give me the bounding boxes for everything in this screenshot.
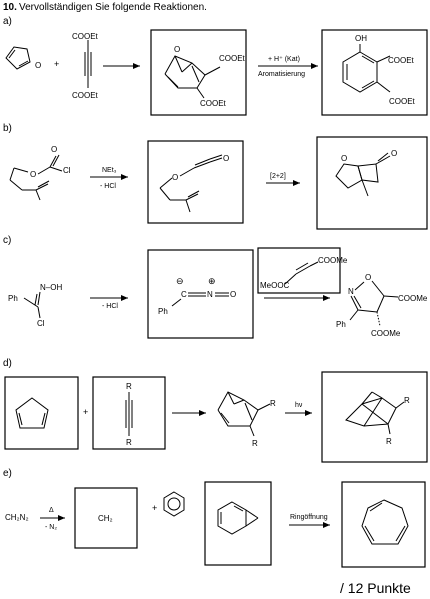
svg-text:COOMe: COOMe — [318, 256, 348, 265]
answer-box-e-carbene — [74, 487, 138, 549]
arrow-c1-bottom-label: - HCl — [102, 303, 118, 310]
quadricyclane-structure: R R — [345, 391, 410, 446]
svg-text:N: N — [207, 290, 213, 299]
furan-structure: O — [5, 46, 41, 70]
arrow-e2-top-label: Ringöffnung — [290, 514, 328, 521]
arrow-e1-top-label: Δ — [49, 507, 54, 514]
svg-text:R: R — [126, 438, 132, 447]
reagent-top-ester: COOEt — [72, 32, 99, 41]
svg-text:O: O — [35, 61, 41, 70]
cyclopentadiene-structure — [15, 397, 49, 429]
ketene-structure: O O — [159, 154, 229, 213]
arrow-b2-top-label: [2+2] — [270, 173, 286, 180]
svg-text:O: O — [391, 149, 397, 158]
norbornadiene-structure: R R — [217, 391, 276, 448]
svg-text:COOMe: COOMe — [398, 294, 428, 303]
acid-chloride-structure: O O Cl — [9, 145, 71, 201]
svg-text:O: O — [230, 290, 236, 299]
plus-sign-a: + — [54, 59, 59, 69]
svg-text:Ph: Ph — [336, 320, 346, 329]
svg-text:N–OH: N–OH — [40, 283, 62, 292]
carbene-label: CH₂ — [98, 514, 113, 523]
svg-text:O: O — [341, 154, 347, 163]
plus-sign-e: + — [152, 503, 157, 513]
alkyne-structure: R R — [125, 382, 133, 447]
svg-text:Ph: Ph — [158, 307, 168, 316]
points-total: / 12 Punkte — [340, 580, 411, 596]
answer-box-d-alkyne — [92, 376, 166, 450]
svg-text:R: R — [404, 396, 410, 405]
svg-text:R: R — [252, 439, 258, 448]
question-number: 10. — [3, 2, 17, 13]
dipolarophile-box — [257, 247, 341, 294]
section-b-label: b) — [3, 123, 12, 134]
arrow-b1-bottom-label: - HCl — [100, 183, 116, 190]
arrow-a2-top-label: + H⁺ (Kat) — [268, 56, 300, 63]
reagent-bottom-ester: COOEt — [72, 91, 99, 100]
hydroximoyl-chloride-structure: N–OH Ph Cl — [8, 283, 62, 328]
nitrile-oxide-structure: ⊖ ⊕ C N O Ph — [158, 276, 236, 316]
answer-box-a-final — [321, 29, 428, 116]
svg-text:⊖: ⊖ — [176, 276, 184, 286]
svg-text:R: R — [126, 382, 132, 391]
acetylenedicarboxylate-structure: COOEt COOEt — [72, 32, 99, 100]
svg-text:Cl: Cl — [63, 166, 71, 175]
svg-text:O: O — [30, 170, 36, 179]
final-bottom-ester: COOEt — [389, 97, 416, 106]
answer-box-d-final — [321, 371, 428, 463]
bicyclic-cyclobutanone-structure: O O — [335, 149, 397, 197]
svg-text:O: O — [174, 45, 180, 54]
svg-text:R: R — [386, 437, 392, 446]
oxanorbornadiene-structure: O COOEt COOEt — [164, 45, 246, 108]
svg-text:Cl: Cl — [37, 319, 45, 328]
svg-text:⊕: ⊕ — [208, 276, 216, 286]
isoxazoline-product-structure: N O COOMe Ph COOMe — [336, 273, 428, 338]
section-c-label: c) — [3, 235, 11, 246]
question-title: Vervollständigen Sie folgende Reaktionen… — [19, 2, 207, 13]
norcaradiene-structure — [217, 501, 259, 535]
aromatic-product-structure: OH COOEt COOEt — [342, 34, 416, 106]
arrow-b1-top-label: NEt₃ — [102, 167, 117, 174]
answer-box-e-norcaradiene — [204, 481, 272, 566]
cycloheptatriene-structure — [361, 499, 409, 545]
answer-box-b — [147, 140, 244, 224]
adduct-bottom-ester: COOEt — [200, 99, 227, 108]
svg-text:MeOOC: MeOOC — [260, 281, 290, 290]
adduct-top-ester: COOEt — [219, 54, 246, 63]
answer-box-e-final — [341, 481, 426, 568]
svg-text:O: O — [223, 154, 229, 163]
svg-text:C: C — [181, 290, 187, 299]
section-a-label: a) — [3, 16, 12, 27]
svg-text:O: O — [365, 273, 371, 282]
svg-text:R: R — [270, 399, 276, 408]
arrow-d2-top-label: hν — [295, 402, 303, 409]
svg-text:COOMe: COOMe — [371, 329, 401, 338]
arrow-e1-bottom-label: - N₂ — [45, 524, 57, 531]
final-top-ester: COOEt — [388, 56, 415, 65]
answer-box-c — [147, 249, 254, 339]
plus-sign-d: + — [83, 407, 88, 417]
arrow-a2-bottom-label: Aromatisierung — [258, 71, 305, 78]
benzene-structure — [163, 491, 185, 517]
section-d-label: d) — [3, 358, 12, 369]
final-oh: OH — [355, 34, 367, 43]
section-e-label: e) — [3, 468, 12, 479]
svg-text:O: O — [172, 173, 178, 182]
svg-text:Ph: Ph — [8, 294, 18, 303]
answer-box-a — [150, 29, 247, 116]
diazomethane-label: CH₂N₂ — [5, 513, 29, 522]
svg-text:N: N — [348, 287, 354, 296]
answer-box-b-final — [316, 136, 428, 230]
dimethyl-fumarate-structure: COOMe MeOOC — [260, 256, 348, 290]
answer-box-d-diene — [4, 376, 79, 450]
svg-text:O: O — [51, 145, 57, 154]
